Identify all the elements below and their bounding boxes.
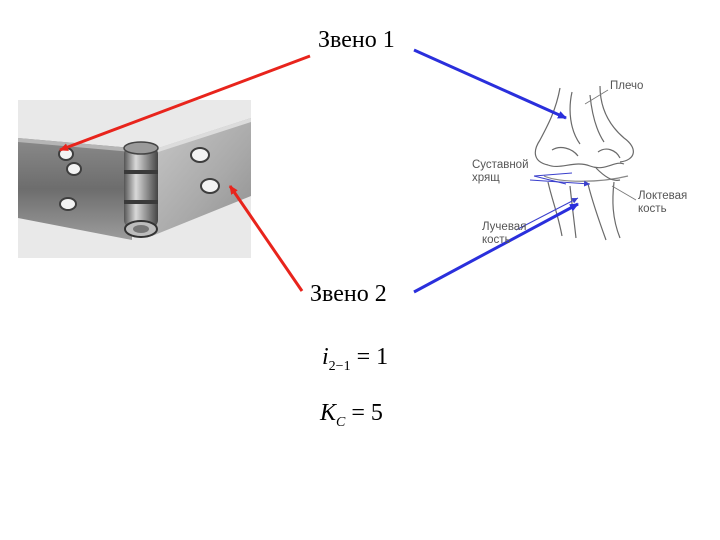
ulna-label: Локтевая кость	[638, 190, 687, 216]
radius-label-line2: кость	[482, 234, 511, 247]
arrow-link2-hinge	[228, 185, 304, 292]
coef-subscript: C	[336, 415, 346, 430]
cartilage-label-line2: хрящ	[472, 172, 500, 185]
cartilage-label-line1: Суставной	[472, 159, 529, 171]
arrow-link2-elbow	[413, 202, 579, 294]
radius-label: Лучевая кость	[482, 221, 526, 247]
link1-label: Звено 1	[318, 27, 395, 53]
gear-ratio-formula: i2−1 = 1	[322, 344, 388, 375]
ratio-subscript: 2−1	[328, 359, 351, 374]
arrow-link1-elbow	[413, 48, 567, 120]
cartilage-label: Суставной хрящ	[472, 159, 529, 185]
arrow-link1-hinge	[59, 54, 311, 152]
shoulder-label: Плечо	[610, 80, 644, 92]
link2-label: Звено 2	[310, 281, 387, 307]
ratio-variable: i	[322, 344, 329, 370]
ulna-label-line1: Локтевая	[638, 190, 688, 202]
coefficient-formula: KC = 5	[320, 400, 383, 431]
ratio-value: = 1	[356, 344, 389, 370]
ulna-label-line2: кость	[638, 203, 667, 216]
coef-variable: K	[320, 400, 337, 426]
radius-label-line1: Лучевая	[482, 221, 527, 233]
coef-value: = 5	[351, 400, 383, 426]
